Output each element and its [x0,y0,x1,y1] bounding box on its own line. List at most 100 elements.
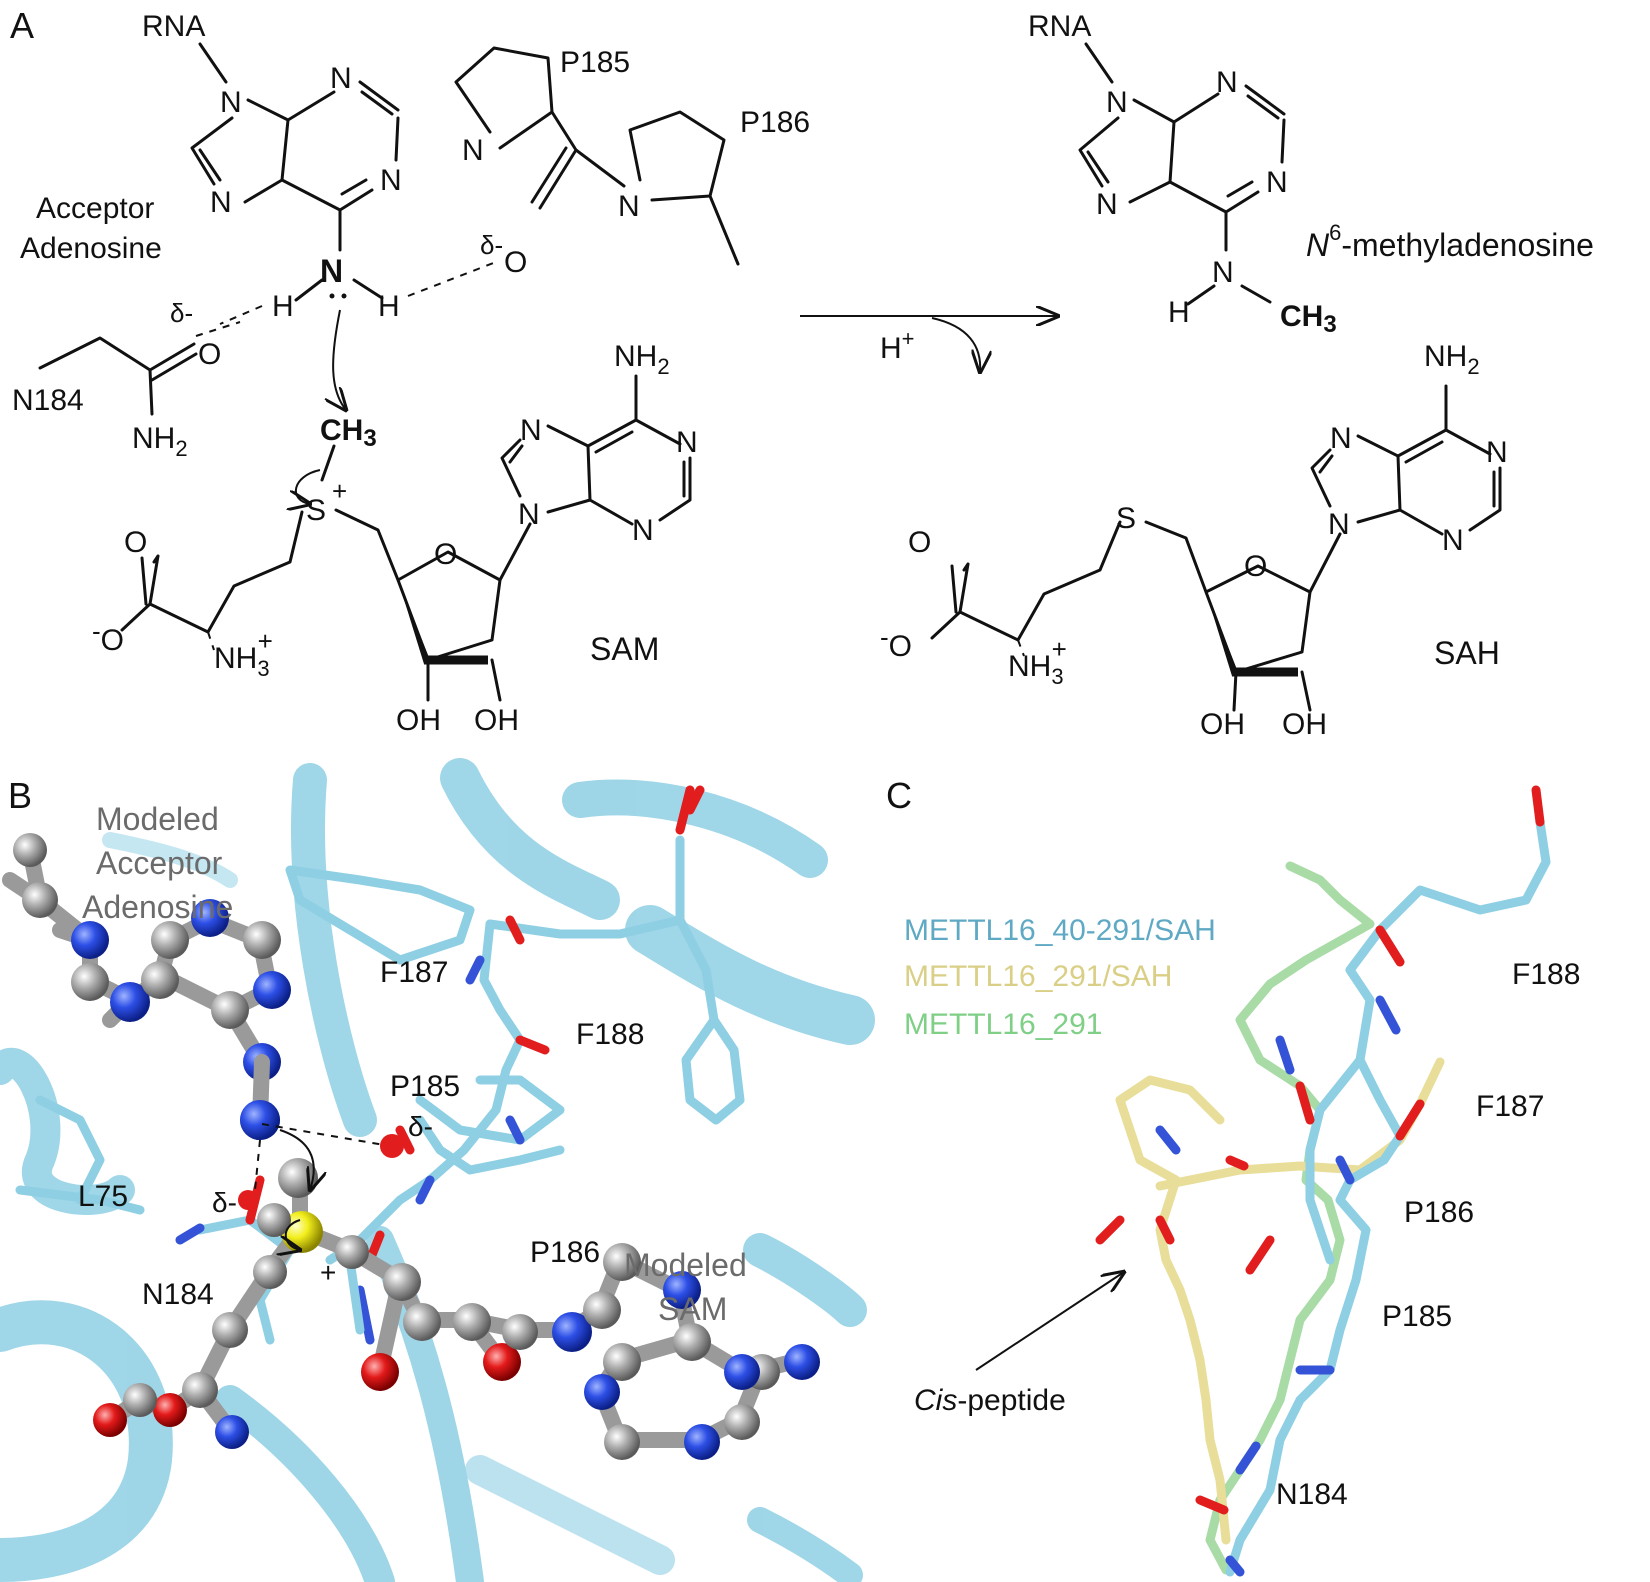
atom-h-right: H [378,290,400,323]
panel-b-annotations [238,1123,404,1250]
product-n6: N [1212,256,1234,289]
sah-label: SAH [1434,635,1500,671]
legend-item-2: METTL16_291/SAH [904,960,1172,993]
c-f188-label: F188 [1512,958,1580,991]
sah-n9: N [1328,508,1350,541]
c-n184-label: N184 [1276,1478,1348,1511]
sam-ring-o: O [434,538,457,571]
sam-oh-1: OH [396,704,441,737]
product-h: H [1168,296,1190,329]
sam-s-plus: + [332,476,347,506]
sam-oh-2: OH [474,704,519,737]
panel-b: B Modeled Acceptor Adenosine F187 F188 P… [0,758,875,1582]
sam-nh2: NH2 [614,340,670,379]
sah-n7: N [1330,422,1352,455]
panel-a: A RNA N N N N Acceptor Adenosine N H H [10,5,1594,741]
b-f187-label: F187 [380,956,448,989]
p185-label: P185 [560,46,630,79]
nh2-n184: NH2 [132,422,188,461]
sam-label: SAM [590,631,659,667]
modeled-acceptor-2: Acceptor [96,845,223,881]
product-n9: N [1106,86,1128,119]
panel-a-letter: A [10,5,34,46]
atom-n-p185: N [462,134,484,167]
hplus-label: H+ [880,326,915,365]
atom-o-p185: O [504,246,527,279]
sah-ring-o: O [1244,550,1267,583]
sam-n9: N [518,498,540,531]
product-ch3: CH3 [1280,300,1337,338]
sam-n7: N [520,414,542,447]
atom-n6: N [320,253,343,289]
modeled-sam-2: SAM [658,1291,727,1327]
atom-balls [13,833,820,1460]
delta-o2: δ- [170,298,193,328]
acceptor-adenosine: RNA N N N N Acceptor Adenosine N H H [20,10,497,410]
c-f187-label: F187 [1476,1090,1544,1123]
sam-n3: N [632,514,654,547]
panel-b-letter: B [8,775,32,816]
acceptor-label-2: Adenosine [20,232,162,265]
atom-n9: N [220,86,242,119]
product-n1: N [1216,66,1238,99]
sam-s: S [306,494,326,527]
reaction-arrow: H+ [800,316,1058,372]
cis-arrow [975,1272,1124,1371]
ligand-ball-stick [2,833,820,1460]
legend-item-3: METTL16_291 [904,1008,1102,1041]
sah-nh2: NH2 [1424,340,1480,379]
sah-nh3: NH3+ [1008,634,1067,689]
modeled-acceptor-3: Adenosine [82,889,233,925]
sah-carboxyl-o: O [908,526,931,559]
b-p185-label: P185 [390,1070,460,1103]
c-p185-label: P185 [1382,1300,1452,1333]
product-name: N6-methyladenosine [1306,220,1594,263]
panel-c-letter: C [886,775,912,816]
b-delta-2: δ- [212,1187,237,1218]
product-n7: N [1096,188,1118,221]
p186-label: P186 [740,106,810,139]
b-f188-label: F188 [576,1018,644,1051]
p185-p186: P185 P186 N O δ- N [454,46,810,279]
delta-o1: δ- [480,230,503,260]
sah-n3: N [1442,524,1464,557]
legend: METTL16_40-291/SAH METTL16_291/SAH METTL… [904,914,1216,1041]
panel-c: C METTL16_40-291/SAH METTL16_291/SAH MET… [886,775,1580,1577]
product-n3: N [1266,166,1288,199]
atom-n3: N [380,164,402,197]
b-p186-label: P186 [530,1236,600,1269]
atom-o-n184: O [198,338,221,371]
sam-nh3: NH3+ [214,626,273,681]
sah-oh-1: OH [1200,708,1245,741]
sam-n1: N [676,426,698,459]
product-rna: RNA [1028,10,1091,43]
sah-n1: N [1486,436,1508,469]
modeled-sam-1: Modeled [624,1247,747,1283]
protein-sticks [15,785,745,1345]
sam-molecule: CH3 S + O OH OH N N N N NH2 SAM O -O [92,340,698,737]
atom-n7: N [210,186,232,219]
atom-n1: N [330,62,352,95]
c-p186-label: P186 [1404,1196,1474,1229]
n184-sidechain: δ- O N184 NH2 [12,298,241,461]
sam-carboxyl-ominus: -O [92,616,124,657]
backbone-overlay [1095,785,1551,1577]
sam-carboxyl-o: O [124,526,147,559]
rna-label: RNA [142,10,205,43]
n184-label: N184 [12,384,84,417]
acceptor-label-1: Acceptor [36,192,154,225]
b-delta-1: δ- [408,1111,433,1142]
b-plus: + [320,1257,336,1288]
b-n184-label: N184 [142,1278,214,1311]
atom-h-left: H [272,290,294,323]
sah-s: S [1116,502,1136,535]
sah-molecule: S O OH OH N N N N NH2 SAH O -O NH3+ [880,340,1508,741]
sah-carboxyl-ominus: -O [880,622,912,663]
product-m6a: RNA N N N N N H CH3 N6-methyladenosine [1028,10,1594,338]
b-l75-label: L75 [78,1180,128,1213]
cis-peptide-label: Cis-peptide [914,1384,1066,1417]
atom-n-p186: N [618,190,640,223]
sah-oh-2: OH [1282,708,1327,741]
legend-item-1: METTL16_40-291/SAH [904,914,1216,947]
